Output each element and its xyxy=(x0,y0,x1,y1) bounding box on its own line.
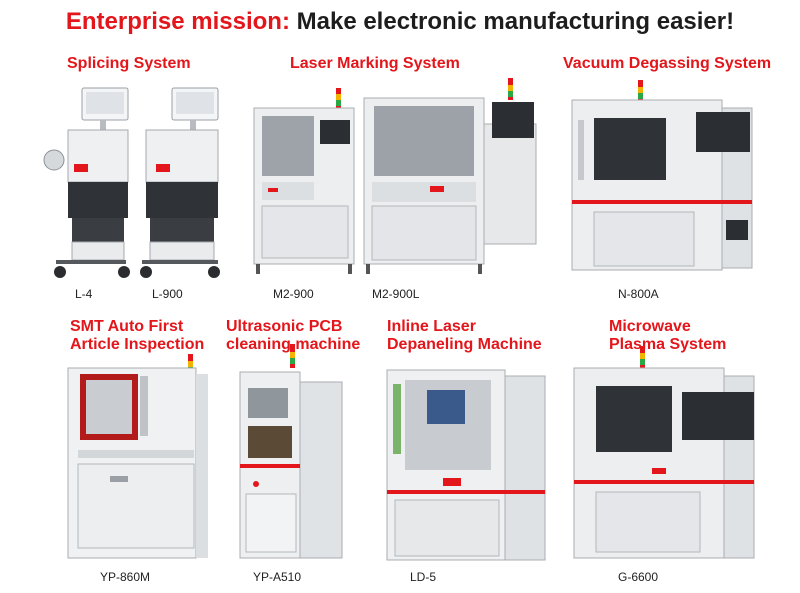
category-vacuum-degassing-system: Vacuum Degassing System xyxy=(563,55,772,72)
machine-ld-5-image xyxy=(383,354,549,566)
category-line-1: Inline Laser xyxy=(387,318,476,335)
machine-m2-900l-image xyxy=(360,78,540,276)
category-inline-laser-depaneling: Inline Laser Depaneling Machine xyxy=(387,318,542,354)
model-yp-860m: YP-860M xyxy=(100,570,151,584)
mission-label: Enterprise mission: xyxy=(65,8,290,35)
category-line-1: Ultrasonic PCB xyxy=(226,318,343,335)
category-laser-marking-system: Laser Marking System xyxy=(290,55,460,72)
page-headline: Enterprise mission: Make electronic manu… xyxy=(0,8,800,36)
model-l-900: L-900 xyxy=(152,287,183,301)
category-line-2: Plasma System xyxy=(609,336,727,353)
category-line-1: Microwave xyxy=(609,318,691,335)
mission-text: Make electronic manufacturing easier! xyxy=(296,8,735,35)
machine-m2-900-image xyxy=(248,88,360,276)
machine-l-4-image xyxy=(42,82,134,284)
model-yp-a510: YP-A510 xyxy=(253,570,302,584)
model-n-800a: N-800A xyxy=(618,287,659,301)
machine-g-6600-image xyxy=(570,346,760,566)
category-line-1: SMT Auto First xyxy=(70,318,184,335)
model-ld-5: LD-5 xyxy=(410,570,437,584)
machine-l-900-image xyxy=(132,82,224,284)
category-line-2: Depaneling Machine xyxy=(387,336,542,353)
model-m2-900: M2-900 xyxy=(273,287,314,301)
model-l-4: L-4 xyxy=(75,287,93,301)
machine-n-800a-image xyxy=(568,80,758,280)
machine-yp-a510-image xyxy=(234,344,346,566)
category-line-2: Article Inspection xyxy=(70,336,205,353)
model-m2-900l: M2-900L xyxy=(372,287,420,301)
category-smt-first-article-inspection: SMT Auto First Article Inspection xyxy=(70,318,204,354)
machine-yp-860m-image xyxy=(62,354,212,566)
category-splicing-system: Splicing System xyxy=(67,55,191,72)
category-microwave-plasma-system: Microwave Plasma System xyxy=(609,318,726,354)
model-g-6600: G-6600 xyxy=(618,570,659,584)
